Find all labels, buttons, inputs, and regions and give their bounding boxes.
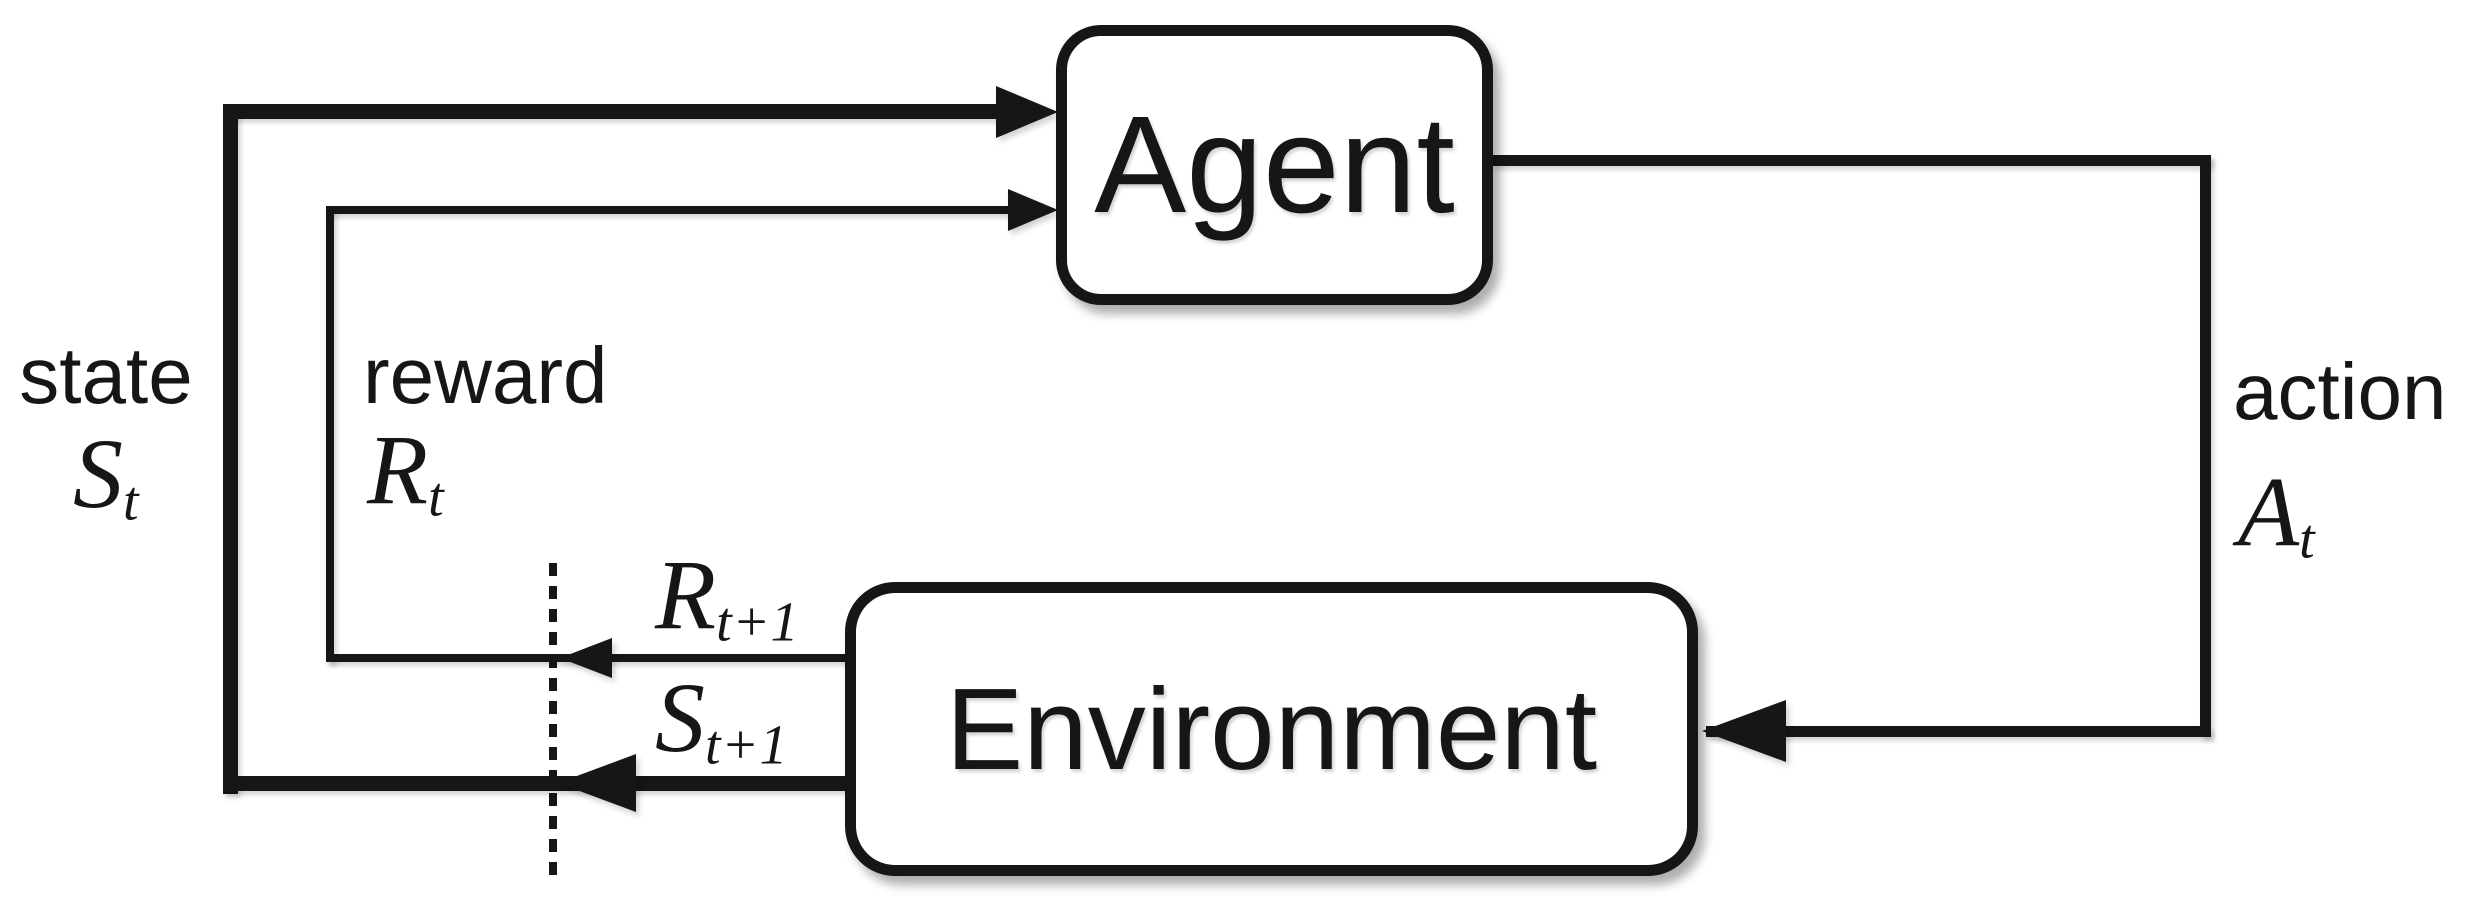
action-line-bottom [1706,726,2211,737]
reward-line-top [326,206,1012,214]
state-symbol-base: S [72,418,123,529]
action-symbol-base: A [2238,456,2300,567]
action-line-top [1491,155,2211,166]
state-symbol-label: St [0,424,212,530]
reward-symbol-label: Rt [367,420,444,526]
time-step-divider-dashed-line [549,563,557,877]
arrowhead-icon [1702,700,1786,762]
state-word-label: state [19,331,193,420]
action-line-right [2200,155,2211,737]
state-symbol-subscript: t [122,470,140,533]
agent-node-label: Agent [1094,88,1455,242]
reward-symbol-subscript: t [428,466,445,529]
action-symbol-label: At [2238,462,2315,568]
action-word-label: action [2233,347,2447,436]
reward-symbol-base: R [367,414,429,525]
reward-word-label: reward [363,331,608,420]
next-reward-symbol-base: R [655,539,717,650]
next-state-symbol-label: St+1 [655,668,788,774]
arrowhead-icon [1008,189,1058,231]
agent-node: Agent [1056,25,1493,305]
next-state-symbol-base: S [655,662,705,773]
environment-node: Environment [845,582,1698,876]
state-line-top [223,104,1003,119]
arrowhead-icon [558,754,636,812]
next-state-line [223,776,847,791]
arrowhead-icon [560,638,612,678]
next-reward-symbol-subscript: t+1 [716,591,800,654]
next-state-symbol-subscript: t+1 [705,714,789,777]
action-symbol-subscript: t [2299,508,2316,571]
next-reward-symbol-label: Rt+1 [655,545,799,651]
environment-node-label: Environment [945,664,1598,794]
reward-line-left [326,206,334,662]
state-line-left [223,104,238,794]
arrowhead-icon [996,86,1058,138]
